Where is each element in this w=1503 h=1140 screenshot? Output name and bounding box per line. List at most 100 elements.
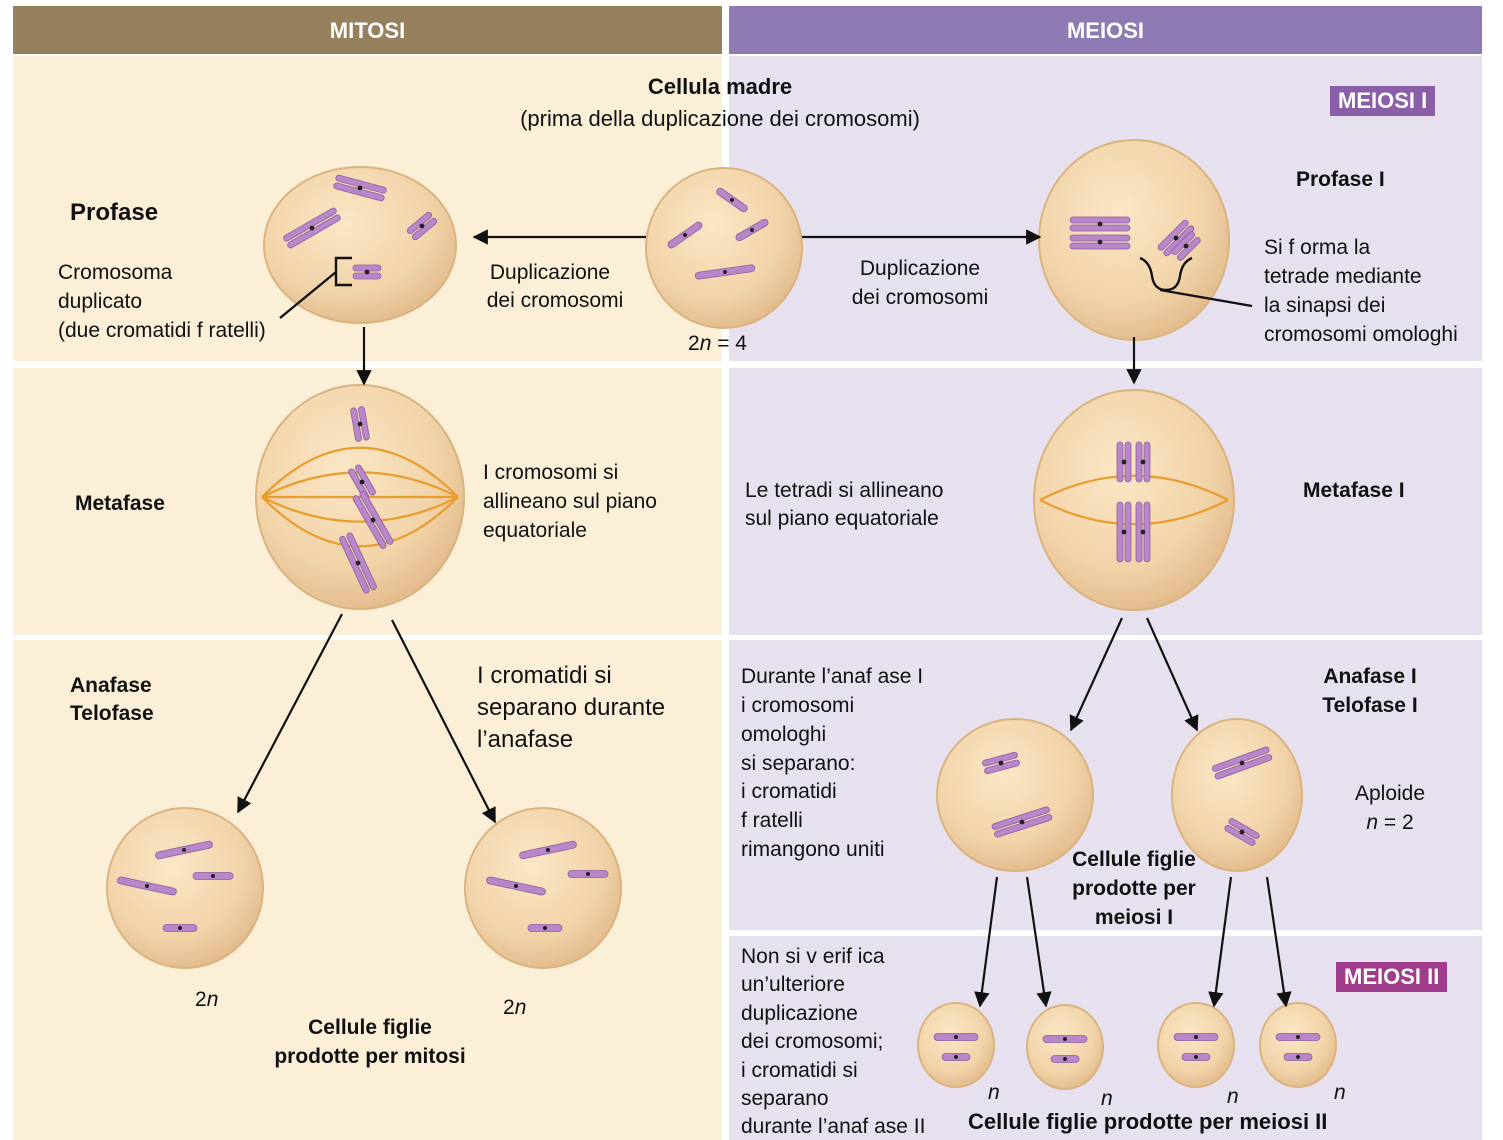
chromosome	[1174, 1034, 1218, 1041]
tetrad-note-1: Si f orma la	[1264, 233, 1370, 262]
mitosis-daughter-cell-left	[107, 808, 263, 968]
meiosis-prophase-cell	[1039, 140, 1229, 340]
centromere	[1122, 460, 1127, 465]
haploid-label: Aploide	[1340, 779, 1440, 808]
chromosome	[942, 1054, 970, 1061]
meiosi-row-divider	[729, 361, 1482, 368]
chromosome	[1043, 1036, 1087, 1043]
mitosis-daughters-caption-1: Cellule figlie	[220, 1013, 520, 1042]
chromosome	[934, 1034, 978, 1041]
mitosis-metaphase-note-1: I cromosomi si	[483, 458, 618, 487]
meiosis-anaphase-note-1: Durante l’anaf ase I	[741, 662, 923, 691]
meiosis-metaphase-note-2: sul piano equatoriale	[745, 504, 939, 533]
mitosis-anaphase-note-1: I cromatidi si	[477, 660, 612, 692]
mother-cell-subtitle: (prima della duplicazione dei cromosomi)	[420, 104, 1020, 133]
centromere	[954, 1035, 958, 1039]
meiosis-anaphase-note-4: si separano:	[741, 749, 855, 778]
meiosis-2-note-1: Non si v erif ica	[741, 942, 885, 971]
meiosis-2-cell-ploidy-4: n	[1334, 1078, 1346, 1107]
meiosis-anaphase-note-5: i cromatidi	[741, 777, 837, 806]
mitosis-anaphase-title-2: Telofase	[70, 699, 154, 728]
meiosis-metaphase-title: Metafase I	[1303, 476, 1405, 505]
meiosis-2-daughter-cell	[1158, 1003, 1234, 1087]
meiosis-2-note-4: dei cromosomi;	[741, 1027, 883, 1056]
centromere	[1194, 1055, 1198, 1059]
duplicated-chromosome-label-2: duplicato	[58, 287, 142, 316]
mitosi-header: MITOSI	[13, 6, 722, 54]
meiosi-row-divider	[729, 635, 1482, 640]
mother-cell-ploidy: 2n = 4	[688, 329, 747, 358]
meiosis-2-cell-ploidy-1: n	[988, 1078, 1000, 1107]
meiosis-2-daughter-cell	[1027, 1005, 1103, 1089]
mitosis-anaphase-title-1: Anafase	[70, 671, 152, 700]
centromere	[1296, 1035, 1300, 1039]
centromere	[1296, 1055, 1300, 1059]
duplicated-chromosome-label-3: (due cromatidi f ratelli)	[58, 316, 266, 345]
meiosis-anaphase-title-1: Anafase I	[1300, 662, 1440, 691]
chromosome	[163, 925, 197, 932]
mitosis-duplication-label-2: dei cromosomi	[470, 286, 640, 315]
meiosis-2-note-2: un’ulteriore	[741, 970, 845, 999]
centromere	[954, 1055, 958, 1059]
mitosis-duplication-label-1: Duplicazione	[470, 258, 630, 287]
meiosis-prophase-title: Profase I	[1296, 165, 1385, 194]
chromosome	[568, 871, 608, 878]
meiosi-1-badge: MEIOSI I	[1330, 86, 1435, 116]
cell-membrane	[1027, 1005, 1103, 1089]
mitosi-row-divider	[13, 635, 722, 640]
haploid-ploidy: n = 2	[1340, 808, 1440, 837]
meiosis-anaphase-note-7: rimangono uniti	[741, 835, 885, 864]
centromere	[365, 270, 370, 275]
meiosis-2-note-3: duplicazione	[741, 999, 858, 1028]
centromere	[1063, 1057, 1067, 1061]
mitosi-row-divider	[13, 361, 722, 368]
chromosome	[1284, 1054, 1312, 1061]
centromere	[178, 926, 182, 930]
meiosis-duplication-label-2: dei cromosomi	[820, 283, 1020, 312]
mitosis-daughter-cell-right	[465, 808, 621, 968]
meiosis-metaphase-note-1: Le tetradi si allineano	[745, 476, 943, 505]
centromere	[1098, 222, 1103, 227]
meiosis-1-daughters-caption-1: Cellule figlie	[1034, 845, 1234, 874]
tetrad-note-2: tetrade mediante	[1264, 262, 1422, 291]
meiosis-2-note-6: separano	[741, 1084, 829, 1113]
mitosis-metaphase-note-2: allineano sul piano	[483, 487, 657, 516]
meiosi-2-badge: MEIOSI II	[1336, 962, 1447, 992]
mitosis-daughters-caption-2: prodotte per mitosi	[220, 1042, 520, 1071]
chromosome	[1051, 1056, 1079, 1063]
mitosis-anaphase-note-2: separano durante	[477, 692, 665, 724]
tetrad-note-4: cromosomi omologhi	[1264, 320, 1458, 349]
meiosis-1-daughters-caption-3: meiosi I	[1034, 903, 1234, 932]
meiosis-2-daughters-caption: Cellule figlie prodotte per meiosi II	[968, 1107, 1327, 1136]
tetrad-note-3: la sinapsi dei	[1264, 291, 1385, 320]
cell-membrane	[107, 808, 263, 968]
meiosi-header: MEIOSI	[729, 6, 1482, 54]
centromere	[1141, 530, 1146, 535]
mitosis-daughter-ploidy-left: 2n	[195, 985, 218, 1014]
chromosome	[1276, 1034, 1320, 1041]
mitosis-prophase-cell	[264, 167, 456, 323]
meiosis-1-daughters-caption-2: prodotte per	[1034, 874, 1234, 903]
cell-membrane	[918, 1003, 994, 1087]
meiosis-metaphase-cell	[1034, 390, 1234, 610]
meiosis-2-daughter-cell	[1260, 1003, 1336, 1087]
cell-membrane	[1260, 1003, 1336, 1087]
cell-membrane	[1034, 390, 1234, 610]
meiosis-anaphase-title-2: Telofase I	[1300, 691, 1440, 720]
mitosis-prophase-title: Profase	[70, 198, 158, 227]
cell-membrane	[1158, 1003, 1234, 1087]
mitosis-metaphase-cell	[256, 385, 464, 609]
centromere	[211, 874, 215, 878]
meiosis-duplication-label-1: Duplicazione	[820, 254, 1020, 283]
chromosome	[1182, 1054, 1210, 1061]
centromere	[1098, 240, 1103, 245]
centromere	[1141, 460, 1146, 465]
mitosis-anaphase-note-3: l’anafase	[477, 724, 573, 756]
meiosis-anaphase-note-2: i cromosomi	[741, 691, 854, 720]
meiosis-2-note-7: durante l’anaf ase II	[741, 1112, 925, 1140]
meiosis-anaphase-note-3: omologhi	[741, 720, 826, 749]
meiosis-2-note-5: i cromatidi si	[741, 1056, 858, 1085]
meiosis-anaphase-note-6: f ratelli	[741, 806, 803, 835]
centromere	[1122, 530, 1127, 535]
chromosome	[528, 925, 562, 932]
